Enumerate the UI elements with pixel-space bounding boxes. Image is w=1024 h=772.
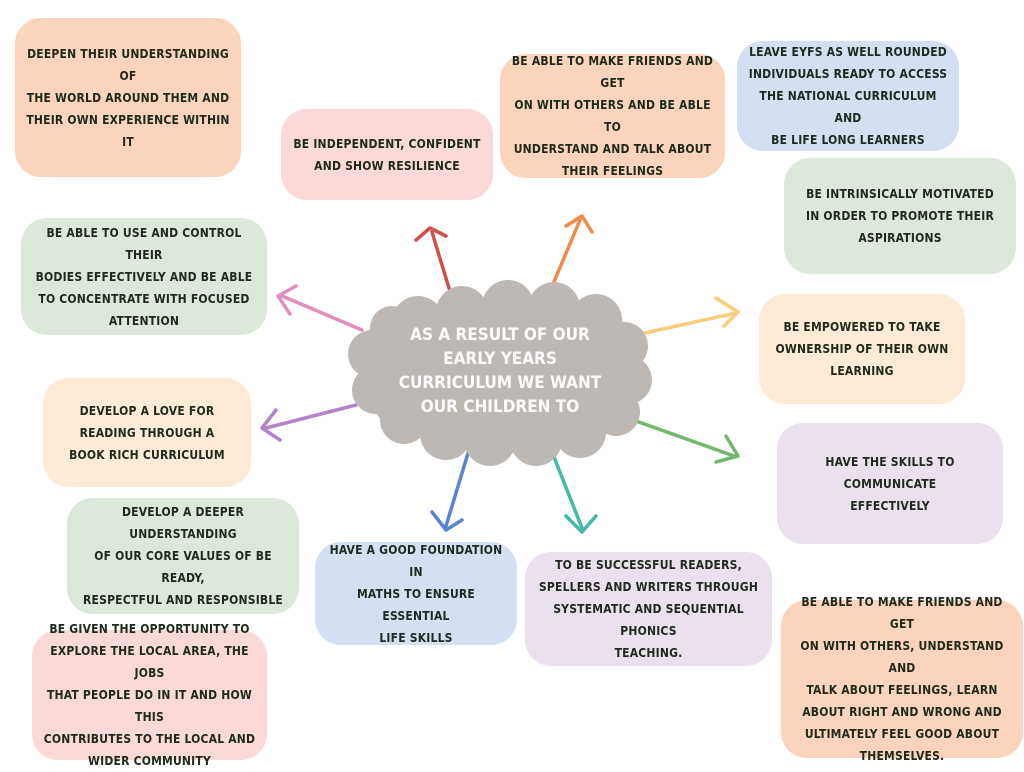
box-text: Be given the opportunity to explore the …: [43, 622, 256, 768]
arrow-up-left-pink: [276, 284, 364, 332]
arrow-left-purple: [260, 403, 358, 442]
box-independent: Be independent, confident and show resil…: [281, 109, 493, 200]
box-text: Have the skills to communicate effective…: [825, 454, 955, 513]
box-maths: Have a good foundation in maths to ensur…: [315, 542, 517, 645]
box-text: Have a good foundation in maths to ensur…: [329, 542, 503, 645]
box-make-friends: Be able to make friends and get on with …: [500, 54, 725, 178]
box-text: Be intrinsically motivated in order to p…: [806, 187, 994, 245]
box-phonics: To be successful readers, spellers and w…: [525, 552, 772, 666]
box-text: Be independent, confident and show resil…: [293, 136, 481, 173]
center-title: As a result of our early years curriculu…: [398, 325, 602, 417]
box-leave-eyfs: Leave EYFS as well rounded individuals r…: [737, 41, 959, 151]
box-text: Develop a love for reading through a boo…: [69, 403, 225, 462]
arrow-down-right-green: [620, 414, 740, 464]
arrow-up-red: [414, 226, 454, 300]
arrow-right-yellow: [638, 296, 740, 336]
box-control-bodies: Be able to use and control their bodies …: [21, 218, 267, 335]
box-text: To be successful readers, spellers and w…: [538, 558, 759, 660]
arrow-down-left-blue: [430, 438, 474, 532]
box-love-for-reading: Develop a love for reading through a boo…: [43, 378, 251, 487]
box-local-area: Be given the opportunity to explore the …: [32, 622, 267, 768]
box-core-values: Develop a deeper understanding of our co…: [67, 498, 299, 614]
box-text: Be able to make friends and get on with …: [800, 595, 1004, 763]
box-understanding-world: Deepen their understanding of the world …: [15, 18, 241, 177]
box-text: Deepen their understanding of the world …: [26, 46, 230, 149]
box-text: Develop a deeper understanding of our co…: [83, 505, 283, 607]
box-intrinsically-motivated: Be intrinsically motivated in order to p…: [784, 158, 1016, 274]
box-text: Leave EYFS as well rounded individuals r…: [748, 45, 948, 147]
arrow-down-teal: [550, 450, 598, 534]
box-text: Be empowered to take ownership of their …: [775, 320, 949, 378]
box-text: Be able to use and control their bodies …: [35, 225, 253, 328]
box-communicate: Have the skills to communicate effective…: [777, 423, 1003, 544]
box-empowered: Be empowered to take ownership of their …: [759, 294, 965, 404]
box-text: Be able to make friends and get on with …: [511, 54, 714, 178]
box-feel-good: Be able to make friends and get on with …: [781, 595, 1023, 763]
